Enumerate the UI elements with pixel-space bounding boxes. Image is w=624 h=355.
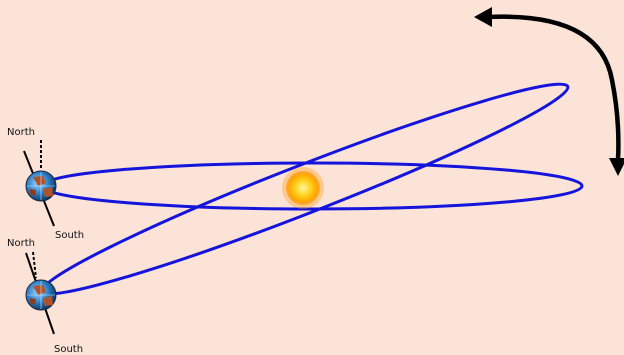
lower-earth-vertical-dashed — [32, 251, 37, 279]
upper-south-label: South — [55, 230, 84, 241]
curved-arrow-icon — [474, 7, 624, 176]
earth-globe-icon — [25, 170, 57, 202]
sun-icon — [282, 167, 324, 209]
upper-north-label: North — [7, 127, 35, 138]
upper-earth: North South — [7, 127, 84, 241]
lower-north-label: North — [7, 238, 35, 249]
lower-earth: North South — [7, 238, 83, 355]
lower-south-label: South — [54, 344, 83, 355]
earth-globe-icon — [25, 279, 57, 311]
